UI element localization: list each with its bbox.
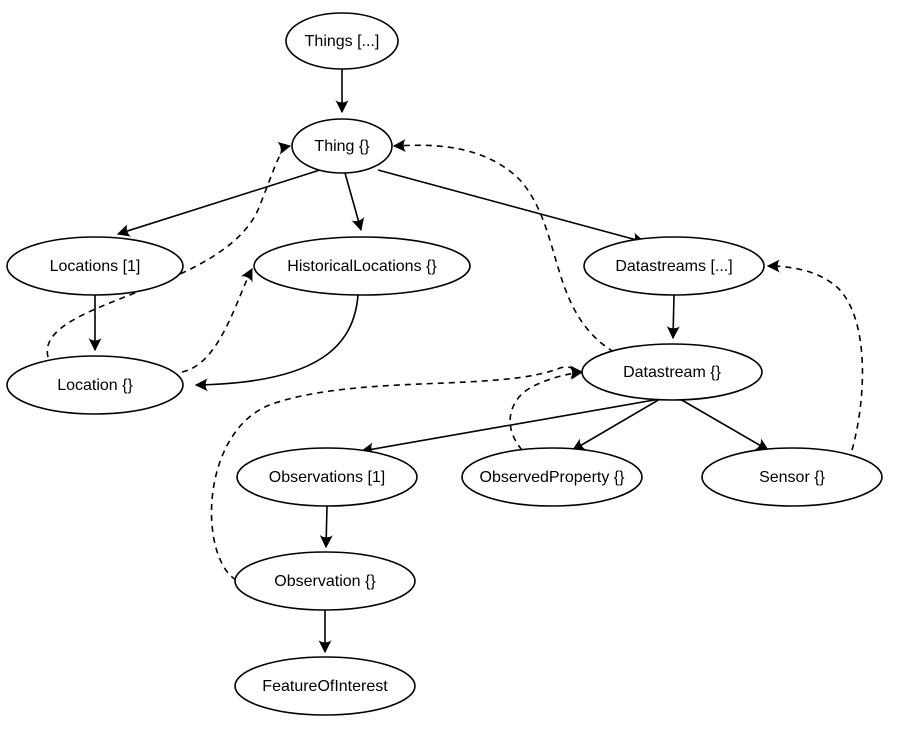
node-shape-historicallocations[interactable]	[253, 236, 471, 296]
edge-observations-to-observation	[319, 505, 333, 549]
node-label-thing: Thing {}	[314, 138, 370, 155]
node-shape-locations[interactable]	[6, 236, 184, 296]
edge-datastreams-to-datastream	[666, 294, 680, 340]
node-shape-observation[interactable]	[234, 551, 416, 611]
node-shape-location[interactable]	[6, 355, 184, 415]
edge-thing-to-historicallocations	[344, 172, 365, 232]
node-historicallocations[interactable]: HistoricalLocations {}	[253, 236, 471, 296]
node-things[interactable]: Things [...]	[285, 12, 399, 70]
node-label-datastreams: Datastreams [...]	[615, 258, 732, 275]
edge-location-to-historicallocations	[181, 267, 253, 373]
node-locations[interactable]: Locations [1]	[6, 236, 184, 296]
node-shape-datastreams[interactable]	[583, 236, 765, 296]
node-label-observation: Observation {}	[274, 573, 376, 590]
edge-datastream-to-sensor	[679, 398, 770, 451]
node-label-sensor: Sensor {}	[759, 469, 825, 486]
node-label-location: Location {}	[57, 377, 133, 394]
edge-layer	[46, 69, 864, 654]
edge-location-to-thing	[46, 141, 292, 358]
node-shape-datastream[interactable]	[581, 343, 763, 401]
edge-sensor-to-datastreams	[766, 259, 864, 451]
node-shape-observations[interactable]	[236, 447, 418, 507]
edge-thing-to-locations	[116, 169, 321, 237]
edge-historicallocations-to-location	[194, 294, 359, 392]
node-label-observations: Observations [1]	[269, 469, 386, 486]
node-shape-thing[interactable]	[291, 118, 393, 174]
node-shape-observedproperty[interactable]	[461, 447, 643, 507]
node-label-observedproperty: ObservedProperty {}	[480, 469, 626, 486]
node-thing[interactable]: Thing {}	[291, 118, 393, 174]
node-datastream[interactable]: Datastream {}	[581, 343, 763, 401]
node-label-featureofinterest: FeatureOfInterest	[262, 678, 388, 695]
node-shape-things[interactable]	[285, 12, 399, 70]
node-shape-sensor[interactable]	[701, 447, 883, 507]
node-label-historicallocations: HistoricalLocations {}	[287, 258, 437, 275]
node-observedproperty[interactable]: ObservedProperty {}	[461, 447, 643, 507]
edge-observation-to-datastream	[210, 365, 584, 581]
node-sensor[interactable]: Sensor {}	[701, 447, 883, 507]
edge-thing-to-datastreams	[377, 169, 646, 246]
node-shape-featureofinterest[interactable]	[234, 656, 416, 716]
edge-observedproperty-to-datastream	[509, 366, 584, 451]
node-label-datastream: Datastream {}	[623, 364, 721, 381]
node-location[interactable]: Location {}	[6, 355, 184, 415]
node-label-things: Things [...]	[305, 33, 380, 50]
node-featureofinterest[interactable]: FeatureOfInterest	[234, 656, 416, 716]
node-observation[interactable]: Observation {}	[234, 551, 416, 611]
edge-datastream-to-observedproperty	[571, 398, 661, 451]
node-label-locations: Locations [1]	[50, 258, 141, 275]
edge-datastream-to-thing	[392, 138, 615, 353]
node-observations[interactable]: Observations [1]	[236, 447, 418, 507]
node-datastreams[interactable]: Datastreams [...]	[583, 236, 765, 296]
node-layer: Things [...] Thing {} Locations [1] Histori…	[6, 12, 883, 716]
